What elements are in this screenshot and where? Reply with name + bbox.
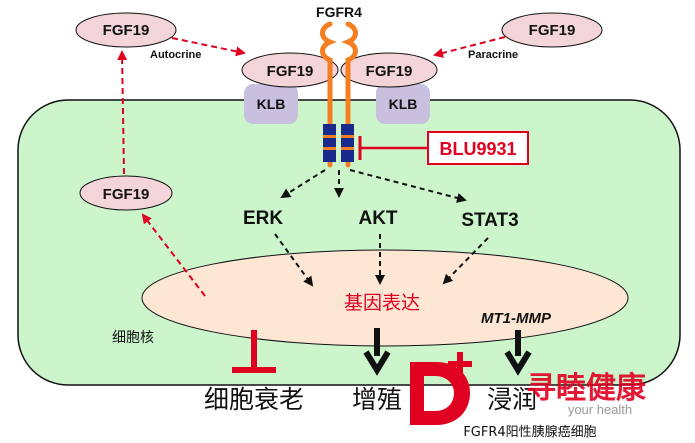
senescence-inhibition: [232, 330, 276, 373]
erk-label: ERK: [243, 208, 283, 229]
fgf19-label: FGF19: [267, 63, 314, 80]
senescence-label: 细胞衰老: [204, 385, 304, 414]
invasion-arrow: [504, 330, 532, 376]
secretion-arrow-up: [117, 50, 128, 175]
akt-label: AKT: [358, 208, 397, 229]
fgf19-ligand-paracrine: [501, 12, 603, 48]
mt1-mmp-label: MT1-MMP: [481, 310, 552, 327]
paracrine-arrow: [433, 36, 506, 58]
nucleus-label: 细胞核: [112, 330, 154, 346]
invasion-label: 浸润: [487, 385, 537, 414]
paracrine-label: Paracrine: [468, 49, 518, 61]
fgf19-bound-right: [340, 52, 438, 88]
proliferation-arrow: [363, 328, 391, 376]
autocrine-label: Autocrine: [150, 49, 201, 61]
fgfr4-label: FGFR4: [316, 4, 362, 20]
arrow-erk-nucleus: [274, 233, 314, 287]
brand-slogan: your health: [568, 402, 632, 417]
proliferation-label: 增殖: [352, 385, 402, 414]
brand-logo: [410, 352, 472, 425]
fgf19-label: FGF19: [103, 22, 150, 39]
klb-label: KLB: [389, 96, 418, 112]
autocrine-arrow: [171, 37, 246, 57]
kinase-domain: [323, 124, 354, 162]
nucleus: [141, 249, 629, 347]
fgf19-bound-left: [241, 52, 339, 88]
fgf19-intracellular: [79, 175, 173, 211]
klb-left: [244, 84, 298, 124]
fgf19-label: FGF19: [529, 22, 576, 39]
klb-label: KLB: [257, 96, 286, 112]
diagram-caption: FGFR4阳性胰腺癌细胞: [463, 424, 596, 440]
fgf19-label: FGF19: [103, 186, 150, 203]
secretion-arrow-nucleus: [141, 213, 206, 297]
brand-name: 寻睦健康: [526, 371, 647, 406]
fgf19-label: FGF19: [366, 63, 413, 80]
gene-expression-label: 基因表达: [344, 292, 420, 314]
arrow-to-stat3: [349, 169, 467, 203]
blu9931-box: [427, 131, 529, 165]
stat3-label: STAT3: [461, 210, 518, 231]
arrow-stat3-nucleus: [442, 237, 489, 285]
blu9931-label: BLU9931: [439, 139, 516, 159]
klb-right: [376, 84, 430, 124]
fgf19-ligand-autocrine: [75, 12, 177, 48]
